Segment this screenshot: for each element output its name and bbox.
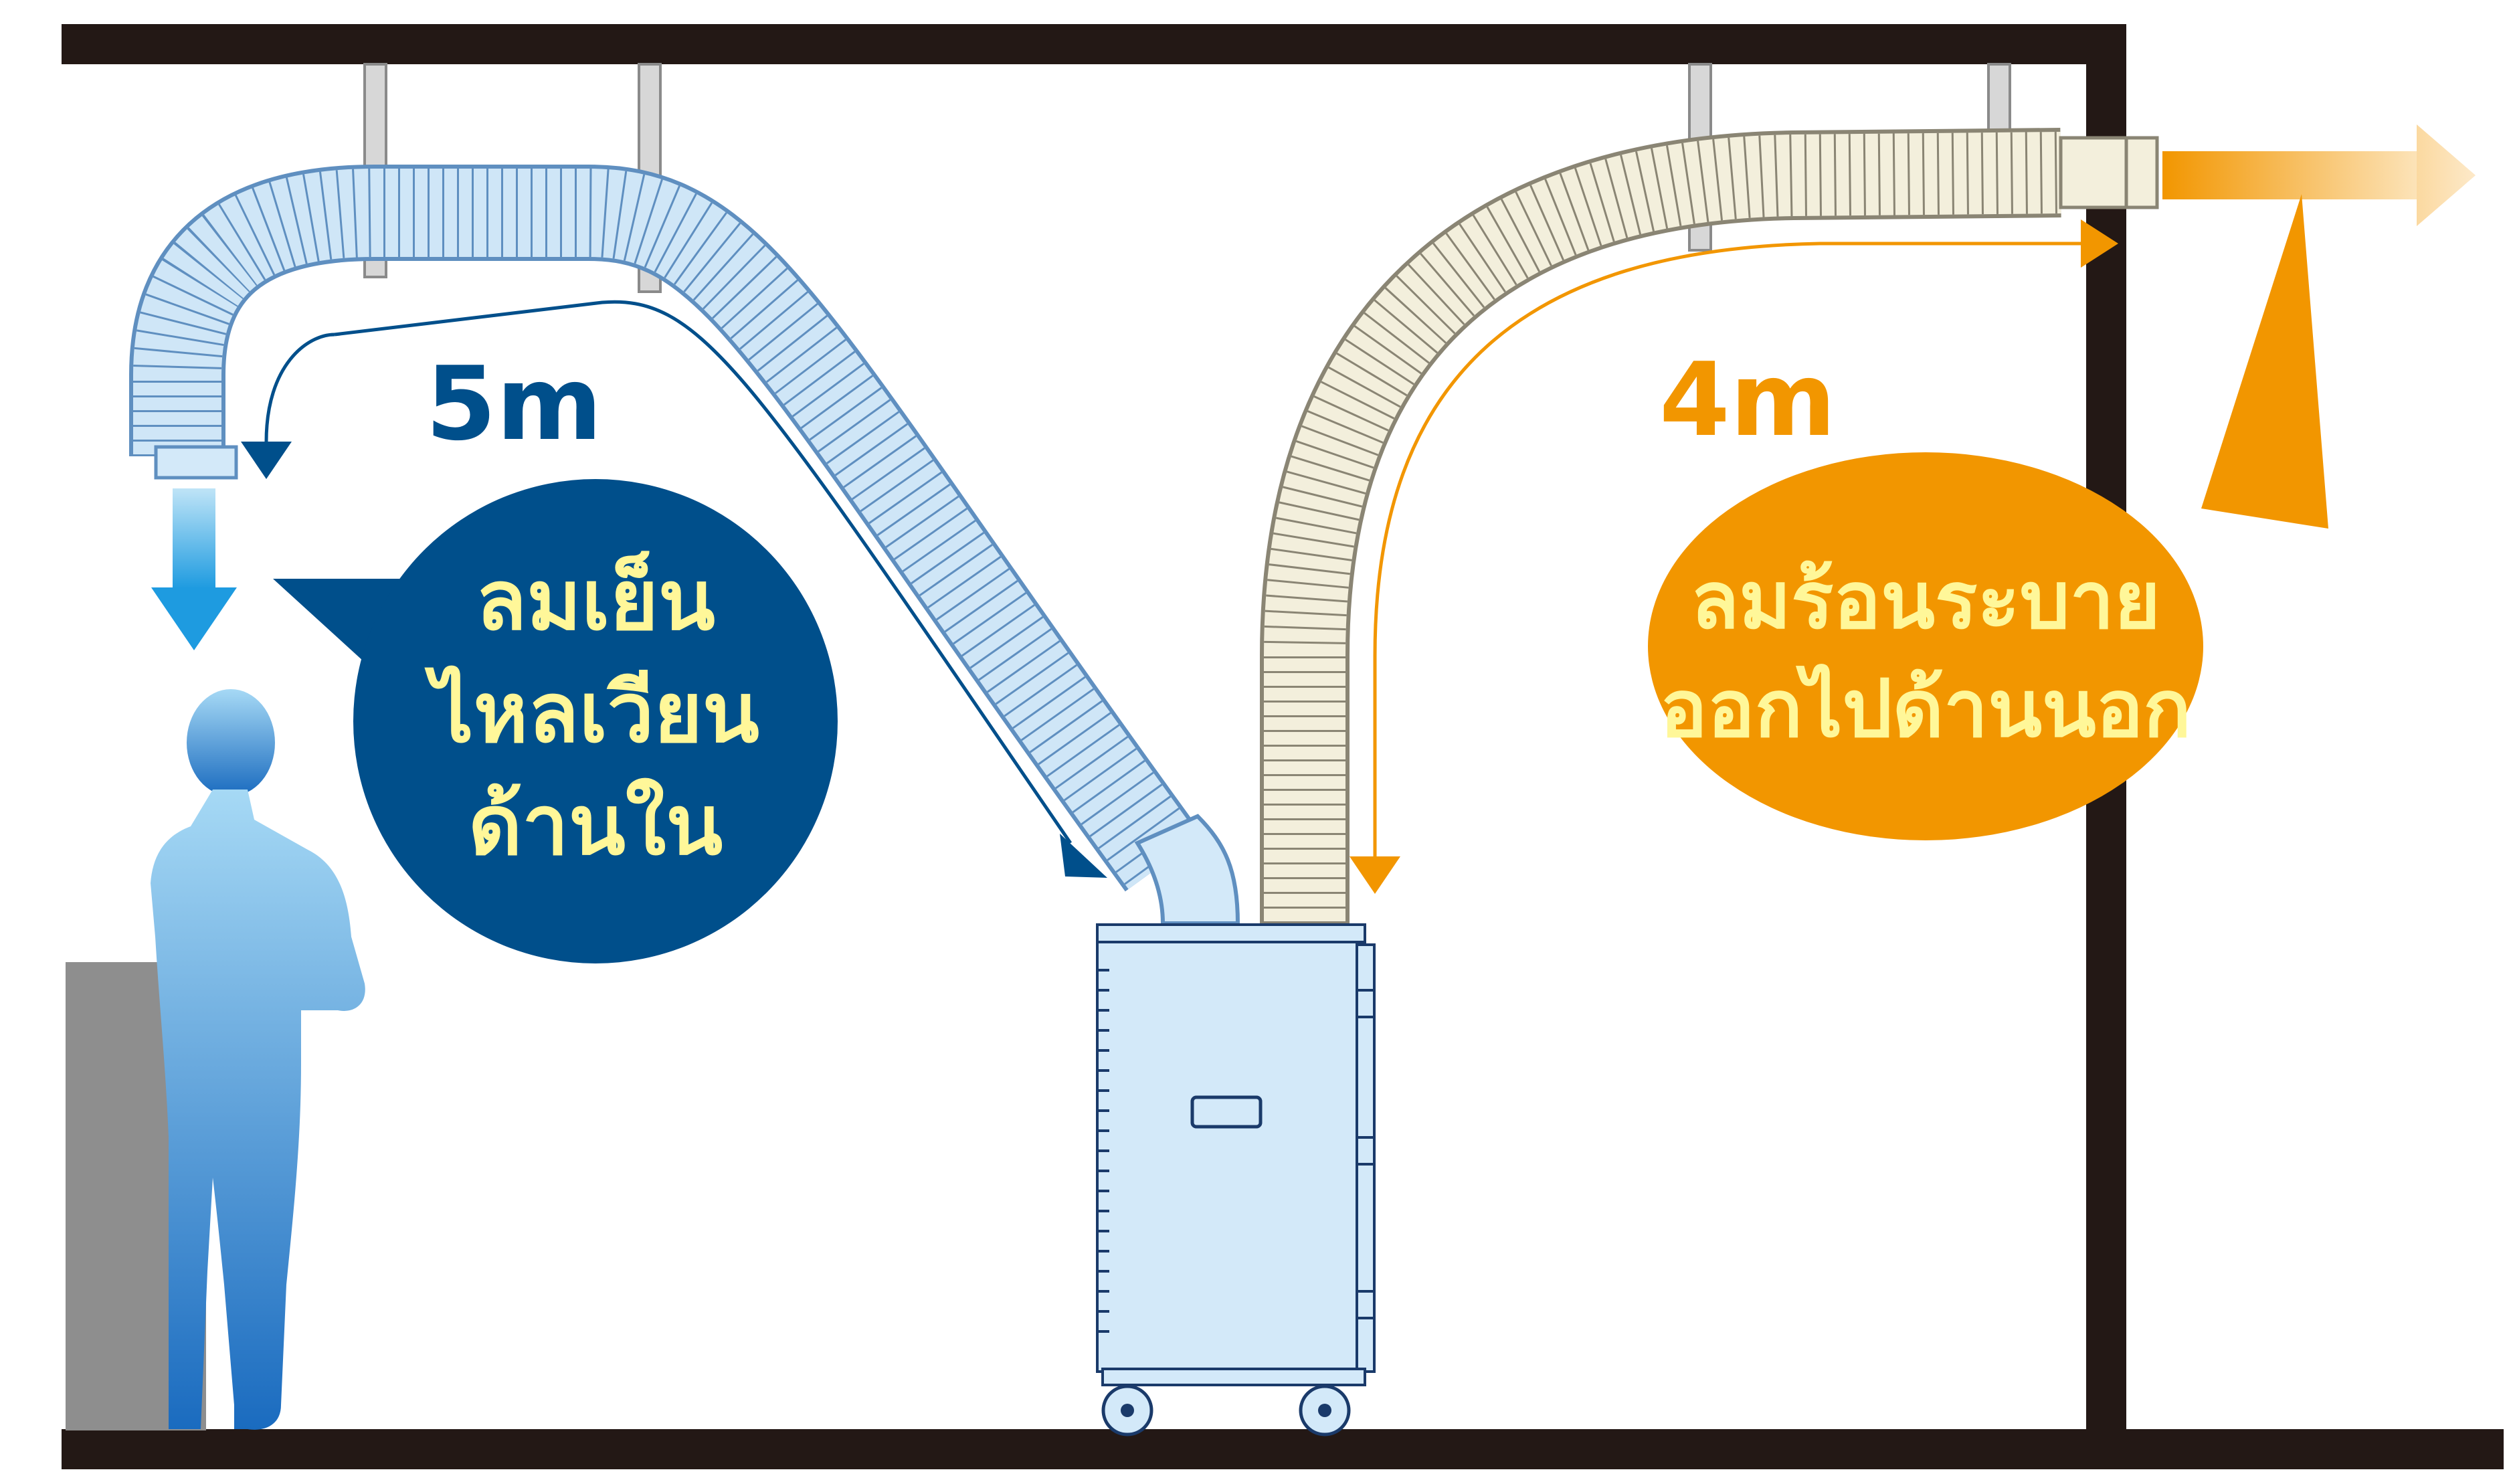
cold-air-bubble: ลมเย็น ไหลเวียน ด้านใน [273, 479, 838, 963]
hot-air-arrow-icon [2162, 124, 2476, 226]
cold-duct-outlet [154, 445, 238, 480]
hot-bubble-line-2: ออกไปด้านนอก [1660, 662, 2191, 755]
unit-base [1101, 1368, 1366, 1386]
hot-air-duct [1260, 128, 2159, 923]
spot-cooler-icon [1096, 923, 1376, 1436]
unit-handle [1190, 1095, 1263, 1129]
cold-duct-fill [133, 169, 1200, 889]
unit-side-panel [1356, 943, 1376, 1373]
hot-duct-outlet [2124, 136, 2159, 209]
unit-body [1096, 941, 1366, 1373]
hot-length-arrow [1350, 219, 2118, 894]
cold-bubble-line-2: ไหลเวียน [424, 665, 759, 761]
hot-bubble-line-1: ลมร้อนระบาย [1691, 554, 2160, 646]
hot-air-bubble: ลมร้อนระบาย ออกไปด้านนอก [1648, 194, 2328, 840]
hot-length-label: 4m [1659, 341, 1836, 459]
person-silhouette-icon [151, 689, 365, 1430]
cold-air-duct [129, 165, 1240, 925]
floor [62, 1429, 2504, 1469]
cold-length-arrow [241, 300, 1107, 878]
cold-air-arrow-icon [151, 488, 237, 650]
cold-duct-elbow [1134, 814, 1240, 925]
unit-vents-right [1357, 989, 1374, 1319]
ceiling [62, 24, 2126, 64]
cold-length-label: 5m [426, 345, 602, 463]
hot-duct-fill [1264, 132, 2061, 923]
unit-vents-left [1097, 969, 1109, 1333]
cold-bubble-line-1: ลมเย็น [476, 550, 715, 649]
cold-bubble-line-3: ด้านใน [468, 777, 723, 874]
